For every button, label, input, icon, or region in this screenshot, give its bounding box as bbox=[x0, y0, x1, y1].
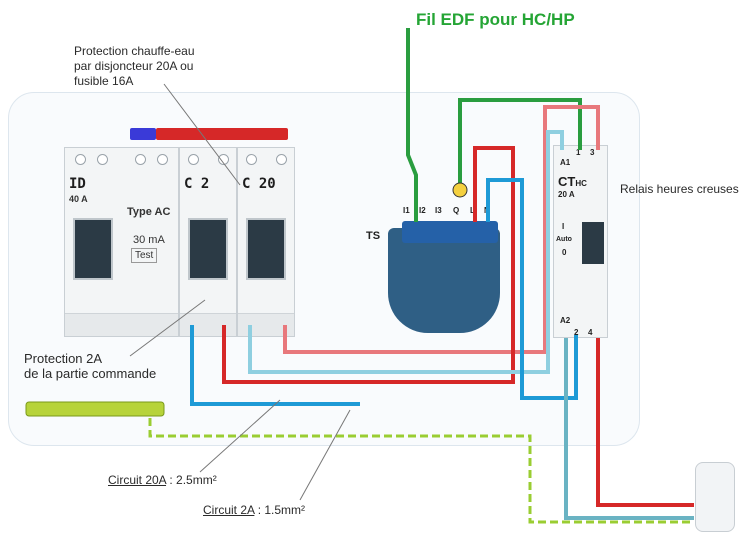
breaker-c20-name: C 20 bbox=[242, 176, 276, 192]
annotation-line: fusible 16A bbox=[74, 74, 134, 88]
annotation-line: Protection 2A bbox=[24, 351, 103, 366]
breaker-c20-handle[interactable] bbox=[246, 218, 286, 280]
breaker-c20: C 20 bbox=[237, 147, 295, 337]
relay-name-sub: HC bbox=[575, 179, 587, 188]
relay-position-i: I bbox=[562, 222, 565, 231]
relay-name-main: CT bbox=[558, 174, 576, 189]
control-module bbox=[388, 228, 500, 333]
screw-icon bbox=[276, 154, 287, 165]
annotation-circuit-20a: Circuit 20A : 2.5mm² bbox=[108, 473, 217, 488]
breaker-id-handle[interactable] bbox=[73, 218, 113, 280]
relais-heures-creuses: A1 1 3 CTHC 20 A I Auto 0 A2 2 4 bbox=[553, 145, 608, 338]
breaker-id-sensitivity: 30 mA bbox=[133, 234, 165, 246]
relay-name: CTHC bbox=[558, 174, 587, 189]
wire-green-relay bbox=[458, 98, 582, 188]
diagram-title: Fil EDF pour HC/HP bbox=[416, 10, 575, 29]
relay-terminal-a2: A2 bbox=[560, 316, 571, 325]
annotation-relais: Relais heures creuses bbox=[620, 182, 739, 196]
wire-heater-red bbox=[596, 338, 694, 507]
wire-blue-main bbox=[190, 325, 360, 406]
module-ts-label: TS bbox=[366, 230, 381, 242]
breaker-c2-handle[interactable] bbox=[188, 218, 228, 280]
screw-icon bbox=[135, 154, 146, 165]
annotation-protection-2a: Protection 2A de la partie commande bbox=[24, 351, 156, 381]
relay-rating: 20 A bbox=[558, 190, 575, 199]
relay-selector[interactable] bbox=[582, 222, 604, 264]
wire-lightblue bbox=[248, 130, 564, 374]
circuit-20a-label: Circuit 20A bbox=[108, 473, 167, 487]
screw-icon bbox=[97, 154, 108, 165]
annotation-protection-chauffe-eau: Protection chauffe-eau par disjoncteur 2… bbox=[74, 44, 195, 89]
breaker-id-rating: 40 A bbox=[69, 194, 88, 204]
relay-terminal-4: 4 bbox=[588, 328, 593, 337]
neutral-busbar bbox=[130, 128, 156, 140]
wire-heater-blue bbox=[564, 338, 694, 520]
relay-terminal-a1: A1 bbox=[560, 158, 571, 167]
lamp-icon bbox=[452, 182, 468, 198]
breaker-id-name: ID bbox=[69, 176, 86, 192]
wire-pink bbox=[283, 105, 600, 354]
screw-icon bbox=[157, 154, 168, 165]
relay-terminal-2: 2 bbox=[574, 328, 579, 337]
wire-red-phase bbox=[222, 146, 515, 384]
breaker-c2: C 2 bbox=[179, 147, 237, 337]
screw-icon bbox=[218, 154, 229, 165]
relay-position-0: 0 bbox=[562, 248, 567, 257]
module-terminal-l: L bbox=[470, 206, 475, 215]
relay-position-auto: Auto bbox=[556, 236, 572, 243]
breaker-c2-name: C 2 bbox=[184, 176, 210, 192]
module-terminal-block bbox=[402, 221, 498, 243]
annotation-circuit-2a: Circuit 2A : 1.5mm² bbox=[203, 503, 305, 518]
breaker-id-type: Type AC bbox=[127, 206, 171, 218]
module-terminal-i2: I2 bbox=[419, 206, 426, 215]
annotation-line: de la partie commande bbox=[24, 366, 157, 381]
breaker-id: ID 40 A Type AC 30 mA Test bbox=[64, 147, 179, 337]
module-terminal-q: Q bbox=[453, 206, 460, 215]
phase-busbar bbox=[156, 128, 288, 140]
relay-terminal-3: 3 bbox=[590, 148, 595, 157]
annotation-line: Protection chauffe-eau bbox=[74, 44, 195, 58]
module-terminal-i1: I1 bbox=[403, 206, 410, 215]
wire-edf-signal bbox=[406, 28, 418, 222]
screw-icon bbox=[246, 154, 257, 165]
annotation-line: par disjoncteur 20A ou bbox=[74, 59, 194, 73]
circuit-2a-value: : 1.5mm² bbox=[257, 503, 306, 517]
screw-icon bbox=[75, 154, 86, 165]
circuit-2a-label: Circuit 2A bbox=[203, 503, 255, 517]
wire-earth bbox=[148, 418, 694, 524]
earth-terminal-bar bbox=[25, 401, 165, 417]
wire-blue-neutral bbox=[486, 178, 578, 400]
water-heater bbox=[695, 462, 735, 532]
module-terminal-i3: I3 bbox=[435, 206, 442, 215]
circuit-20a-value: : 2.5mm² bbox=[169, 473, 217, 487]
breaker-bottom-cap bbox=[65, 313, 178, 336]
relay-terminal-1: 1 bbox=[576, 148, 581, 157]
screw-icon bbox=[188, 154, 199, 165]
breaker-id-test-button[interactable]: Test bbox=[131, 248, 158, 263]
